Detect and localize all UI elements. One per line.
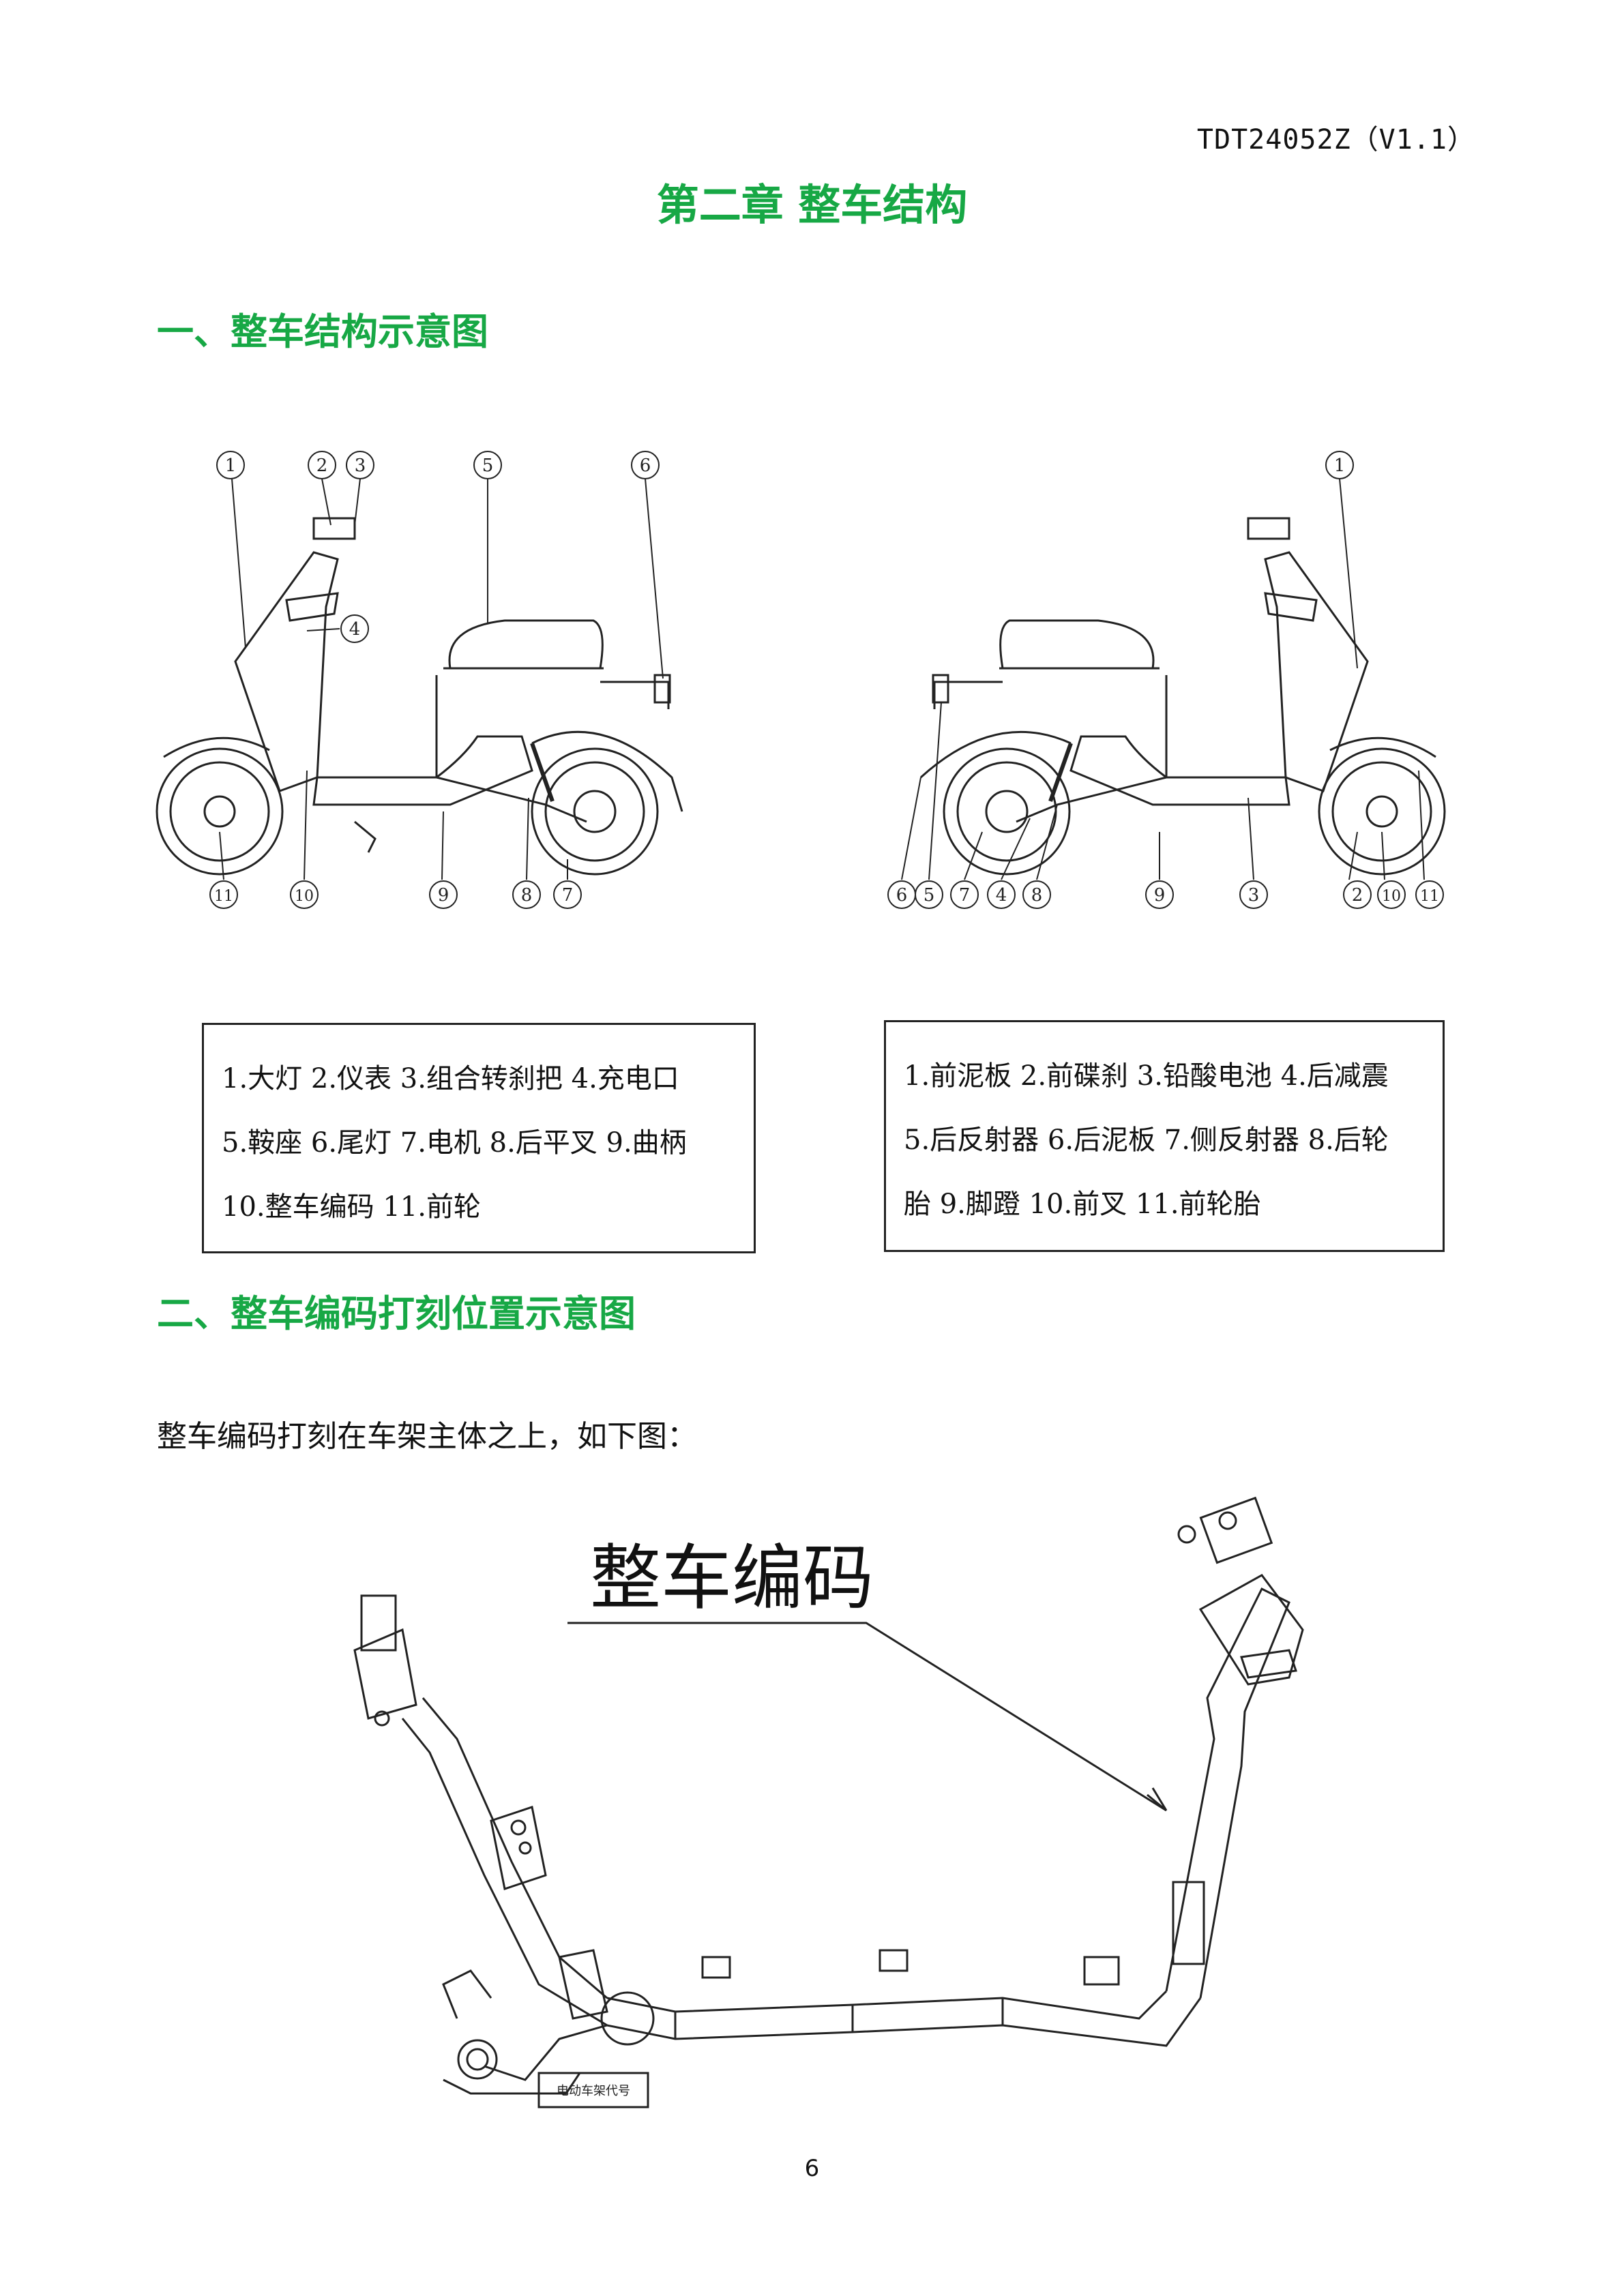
scooter-right-view: 1 6 5 7 4 8 9 3 2 10 11 xyxy=(887,451,1446,909)
right-bottom-label: 2 xyxy=(1352,885,1363,906)
rear-wheel xyxy=(943,747,1071,876)
left-top-label: 5 xyxy=(482,456,494,476)
right-bottom-label: 6 xyxy=(896,885,908,906)
right-bottom-label: 10 xyxy=(1382,888,1401,905)
callout-leader xyxy=(567,1622,1167,1812)
right-bottom-label: 4 xyxy=(996,885,1007,906)
front-wheel xyxy=(156,747,284,876)
front-wheel xyxy=(1318,747,1446,876)
legend-line: 1.前泥板 2.前碟刹 3.铅酸电池 4.后减震 xyxy=(904,1060,1389,1092)
legend-line: 10.整车编码 11.前轮 xyxy=(222,1191,481,1223)
left-bottom-label: 10 xyxy=(295,888,314,905)
legend-line: 1.大灯 2.仪表 3.组合转刹把 4.充电口 xyxy=(222,1063,679,1094)
right-bottom-label: 9 xyxy=(1154,885,1166,906)
right-top-label: 1 xyxy=(1334,456,1346,476)
scooter-left-view: 1 2 3 5 6 4 11 10 9 8 7 xyxy=(156,451,683,909)
section-title-structure: 一、整车结构示意图 xyxy=(157,310,488,353)
code-plate-text: 电动车架代号 xyxy=(557,2084,630,2098)
left-bottom-label: 11 xyxy=(214,888,233,905)
document-code: TDT24052Z（V1.1） xyxy=(1196,124,1475,155)
left-side-label: 4 xyxy=(349,619,361,640)
left-top-label: 2 xyxy=(316,456,328,476)
left-bottom-label: 9 xyxy=(438,885,449,906)
legend-line: 5.后反射器 6.后泥板 7.侧反射器 8.后轮 xyxy=(904,1124,1389,1156)
frame-callout-label: 整车编码 xyxy=(590,1536,874,1620)
page-number: 6 xyxy=(804,2155,820,2182)
right-bottom-label: 11 xyxy=(1420,888,1439,905)
frame-diagram: 整车编码 电动车架代号 xyxy=(353,1496,1304,2108)
intro-paragraph: 整车编码打刻在车架主体之上，如下图： xyxy=(157,1419,697,1454)
right-bottom-label: 8 xyxy=(1031,885,1043,906)
left-top-label: 3 xyxy=(355,456,366,476)
chapter-title: 第二章 整车结构 xyxy=(656,180,968,230)
left-top-label: 1 xyxy=(225,456,237,476)
legend-box-right: 1.前泥板 2.前碟刹 3.铅酸电池 4.后减震 5.后反射器 6.后泥板 7.… xyxy=(884,1020,1445,1252)
section-title-code-location: 二、整车编码打刻位置示意图 xyxy=(157,1292,636,1335)
legend-box-left: 1.大灯 2.仪表 3.组合转刹把 4.充电口 5.鞍座 6.尾灯 7.电机 8… xyxy=(202,1023,756,1253)
code-plate xyxy=(537,2072,649,2108)
right-bottom-label: 5 xyxy=(924,885,935,906)
left-top-label: 6 xyxy=(640,456,651,476)
rear-wheel xyxy=(531,747,659,876)
left-bottom-label: 7 xyxy=(562,885,574,906)
legend-line: 胎 9.脚蹬 10.前叉 11.前轮胎 xyxy=(904,1189,1261,1220)
left-bottom-label: 8 xyxy=(521,885,533,906)
legend-line: 5.鞍座 6.尾灯 7.电机 8.后平叉 9.曲柄 xyxy=(222,1127,687,1159)
right-bottom-label: 7 xyxy=(959,885,971,906)
right-bottom-label: 3 xyxy=(1248,885,1260,906)
